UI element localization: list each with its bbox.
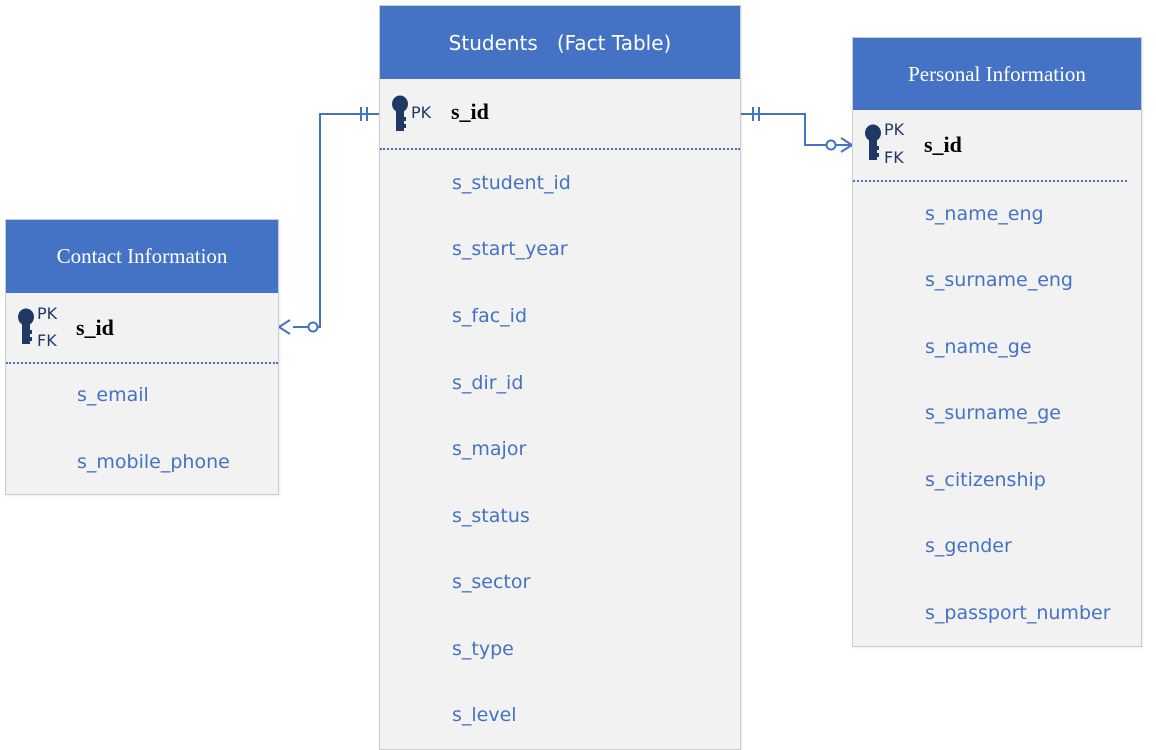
entity-contact-information: Contact Information PK FK s_id s_email s… (5, 219, 279, 495)
pk-label: PK (884, 120, 905, 139)
key-field: s_id (451, 99, 489, 124)
attribute-field: s_major (452, 438, 527, 460)
key-row: PK s_id (380, 79, 740, 150)
attribute-field: s_gender (925, 535, 1012, 557)
key-row: PK FK s_id (853, 110, 1141, 182)
cardinality-zero-circle (307, 321, 319, 333)
pk-label: PK (37, 304, 58, 323)
attribute-field: s_type (452, 638, 514, 660)
entity-contact-header: Contact Information (6, 220, 278, 293)
attribute-field: s_surname_ge (925, 402, 1061, 424)
attribute-field: s_status (452, 505, 530, 527)
cardinality-crowfoot (277, 319, 291, 335)
attribute-field: s_citizenship (925, 469, 1046, 491)
key-icon (392, 95, 408, 131)
key-icon (865, 124, 881, 160)
attribute-field: s_email (77, 384, 149, 406)
cardinality-crowfoot (840, 137, 854, 153)
attribute-field: s_name_ge (925, 336, 1032, 358)
attribute-field: s_student_id (452, 172, 571, 194)
connector-line (293, 113, 379, 328)
entity-personal-information: Personal Information PK FK s_id s_name_e… (852, 37, 1142, 647)
attribute-field: s_fac_id (452, 305, 528, 327)
cardinality-zero-circle (825, 139, 837, 151)
attribute-field: s_mobile_phone (77, 451, 230, 473)
key-icon (18, 308, 34, 344)
key-divider (380, 148, 740, 150)
fk-label: FK (37, 331, 57, 350)
key-field: s_id (76, 315, 114, 340)
entity-students-header: Students (Fact Table) (380, 6, 740, 79)
entity-title: Personal Information (908, 61, 1086, 86)
key-divider (853, 180, 1127, 182)
key-row: PK FK s_id (6, 293, 278, 364)
key-field: s_id (924, 132, 962, 157)
attribute-field: s_surname_eng (925, 269, 1073, 291)
attribute-field: s_dir_id (452, 372, 524, 394)
attribute-field: s_passport_number (925, 602, 1111, 624)
pk-label: PK (411, 103, 432, 122)
connector-students-personal (740, 107, 854, 153)
attribute-field: s_sector (452, 571, 531, 593)
entity-title: Contact Information (56, 244, 228, 268)
fk-label: FK (884, 148, 904, 167)
attribute-field: s_level (452, 704, 517, 726)
attribute-field: s_name_eng (925, 203, 1044, 225)
connector-line (740, 113, 852, 146)
key-divider (6, 362, 278, 364)
attribute-field: s_start_year (452, 238, 568, 260)
entity-students: Students (Fact Table) PK s_id s_student_… (379, 5, 741, 750)
entity-personal-header: Personal Information (853, 38, 1141, 110)
connector-students-contact (277, 107, 379, 335)
entity-title: Students (Fact Table) (448, 30, 672, 55)
